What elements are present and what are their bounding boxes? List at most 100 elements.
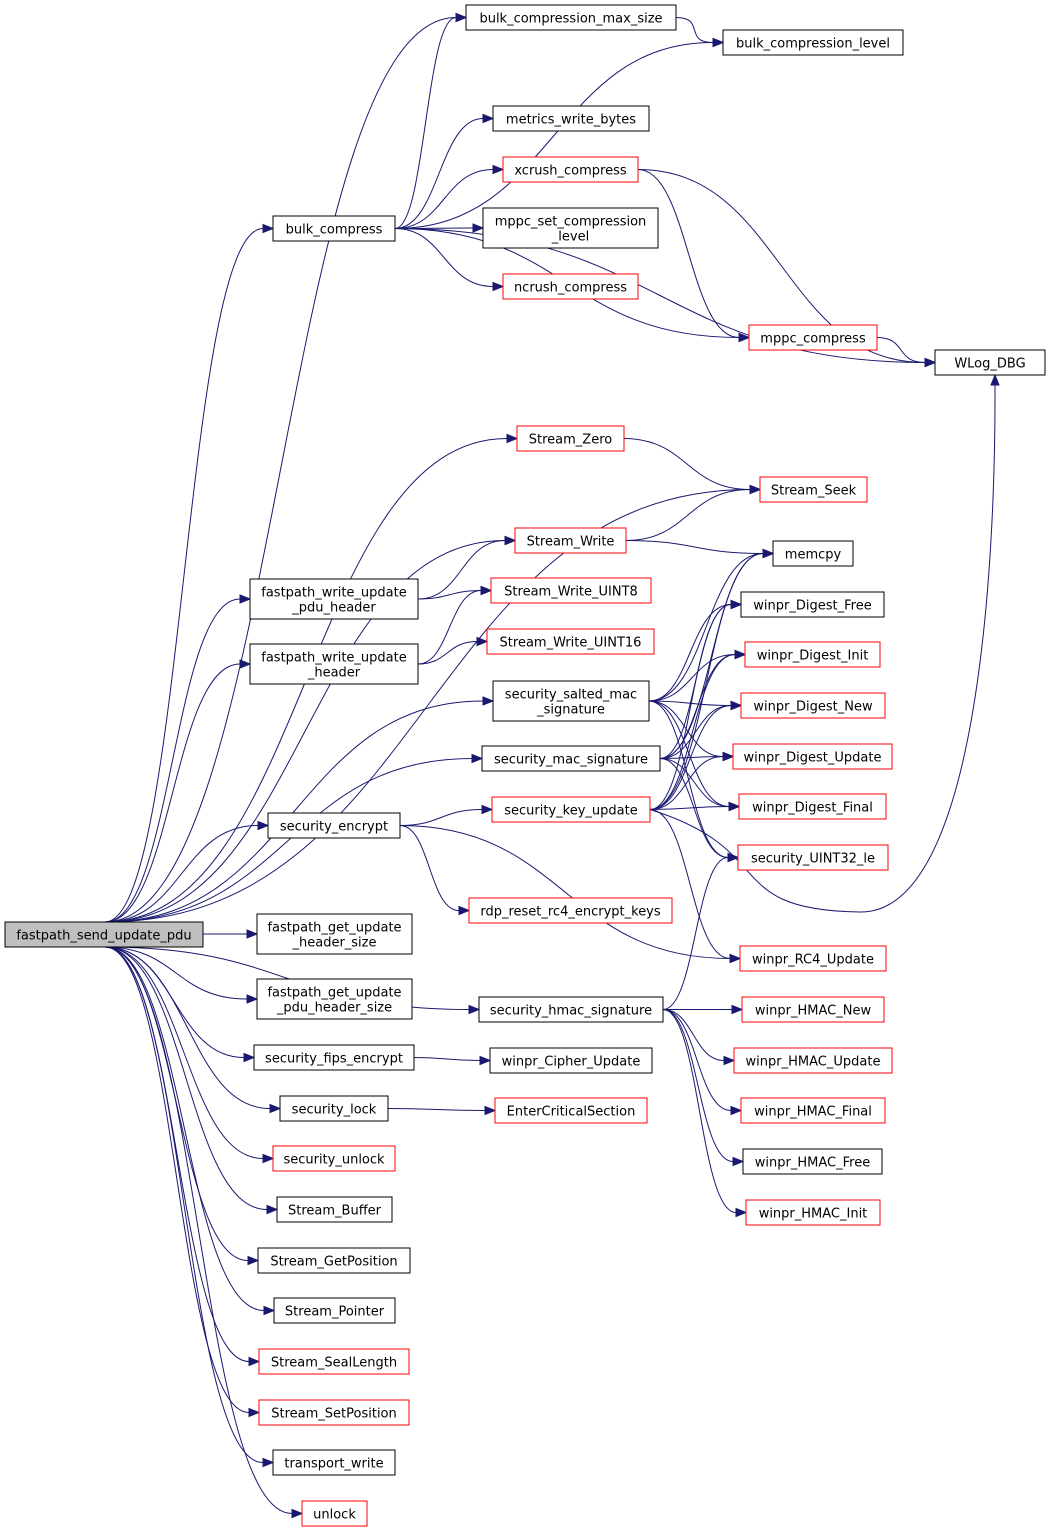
node-Stream-Buffer[interactable]: Stream_Buffer (276, 1196, 393, 1223)
node-box (738, 793, 887, 820)
node-box (256, 913, 413, 955)
node-label: winpr_HMAC_Init (759, 1207, 868, 1222)
node-security-hmac-signature[interactable]: security_hmac_signature (478, 996, 664, 1023)
edge-arrowhead (247, 1255, 260, 1266)
node-label: winpr_Digest_New (753, 700, 873, 715)
edge-security-hmac-signature-to-winpr-HMAC-Init (662, 1009, 737, 1213)
node-box (258, 1348, 410, 1375)
node-winpr-Cipher-Update[interactable]: winpr_Cipher_Update (489, 1047, 653, 1074)
node-bulk-compression-level[interactable]: bulk_compression_level (722, 29, 904, 56)
node-unlock[interactable]: unlock (301, 1500, 368, 1527)
edge-arrowhead (248, 1407, 261, 1418)
edge-security-encrypt-to-security-key-update (399, 809, 483, 826)
node-label: transport_write (284, 1457, 383, 1472)
node-Stream-Write-UINT8[interactable]: Stream_Write_UINT8 (490, 577, 652, 604)
edge-Stream-Write-to-Stream-Seek (625, 489, 751, 541)
edge-fp-write-update-header-to-Stream-Write-UINT8 (417, 590, 482, 665)
node-label: winpr_HMAC_Update (746, 1055, 881, 1070)
edge-fp-write-update-pdu-header-to-Stream-Write-UINT8 (417, 590, 482, 600)
edge-root-to-fp-write-update-pdu-header (104, 598, 241, 923)
node-security-encrypt[interactable]: security_encrypt (267, 812, 401, 839)
node-mppc-set-compression-level[interactable]: mppc_set_compression_level (482, 207, 659, 249)
node-security-unlock[interactable]: security_unlock (272, 1145, 396, 1172)
node-Stream-Pointer[interactable]: Stream_Pointer (273, 1297, 396, 1324)
node-security-key-update[interactable]: security_key_update (491, 796, 651, 823)
node-winpr-Digest-Free[interactable]: winpr_Digest_Free (740, 591, 885, 618)
node-xcrush-compress[interactable]: xcrush_compress (502, 156, 639, 183)
node-Stream-SealLength[interactable]: Stream_SealLength (258, 1348, 410, 1375)
edge-root-to-Stream-Pointer (104, 946, 265, 1311)
node-Stream-Write[interactable]: Stream_Write (514, 527, 627, 554)
node-box (272, 215, 396, 242)
node-ncrush-compress[interactable]: ncrush_compress (502, 273, 639, 300)
edge-security-hmac-signature-to-winpr-HMAC-Update (662, 1009, 725, 1061)
node-label: bulk_compress (286, 223, 383, 238)
node-Stream-SetPosition[interactable]: Stream_SetPosition (258, 1399, 410, 1426)
node-winpr-HMAC-Final[interactable]: winpr_HMAC_Final (740, 1097, 886, 1124)
node-fp-write-update-pdu-header[interactable]: fastpath_write_update_pdu_header (249, 578, 419, 620)
node-security-mac-signature[interactable]: security_mac_signature (481, 745, 661, 772)
node-Stream-Seek[interactable]: Stream_Seek (759, 476, 868, 503)
edge-arrowhead (492, 164, 505, 175)
node-winpr-HMAC-New[interactable]: winpr_HMAC_New (741, 996, 885, 1023)
edge-arrowhead (729, 953, 742, 964)
edge-security-mac-signature-to-winpr-Digest-Update (659, 756, 724, 759)
node-fp-write-update-header[interactable]: fastpath_write_update_header (249, 643, 419, 685)
node-winpr-HMAC-Update[interactable]: winpr_HMAC_Update (733, 1047, 893, 1074)
node-label: Stream_Write_UINT16 (500, 636, 642, 651)
node-security-salted-mac-signature[interactable]: security_salted_mac_signature (492, 680, 650, 722)
node-mppc-compress[interactable]: mppc_compress (748, 324, 878, 351)
node-label: metrics_write_bytes (506, 113, 636, 128)
edge-security-salted-mac-signature-to-winpr-Digest-Init (648, 654, 736, 702)
node-root[interactable]: fastpath_send_update_pdu (4, 921, 204, 948)
edge-root-to-fp-write-update-header (104, 663, 241, 923)
edge-arrowhead (480, 585, 493, 596)
node-security-UINT32-le[interactable]: security_UINT32_le (737, 844, 889, 871)
node-winpr-Digest-New[interactable]: winpr_Digest_New (740, 692, 886, 719)
node-box (772, 540, 854, 567)
node-label: mppc_compress (760, 332, 866, 347)
node-EnterCriticalSection[interactable]: EnterCriticalSection (494, 1097, 648, 1124)
node-Stream-Write-UINT16[interactable]: Stream_Write_UINT16 (486, 628, 655, 655)
node-Stream-Zero[interactable]: Stream_Zero (516, 425, 625, 452)
edge-security-hmac-signature-to-winpr-HMAC-Free (662, 1009, 734, 1162)
node-winpr-Digest-Final[interactable]: winpr_Digest_Final (738, 793, 887, 820)
edge-xcrush-compress-to-mppc-compress (637, 169, 740, 338)
edge-fp-write-update-header-to-Stream-Write-UINT16 (417, 641, 478, 665)
node-winpr-Digest-Init[interactable]: winpr_Digest_Init (744, 641, 881, 668)
edge-bulk-compress-to-xcrush-compress (394, 169, 494, 229)
node-fp-get-update-pdu-header-size[interactable]: fastpath_get_update_pdu_header_size (256, 978, 413, 1020)
edge-arrowhead (257, 820, 270, 831)
node-security-fips-encrypt[interactable]: security_fips_encrypt (253, 1044, 415, 1071)
node-box (253, 1044, 415, 1071)
node-label: rdp_reset_rc4_encrypt_keys (480, 905, 661, 920)
node-winpr-HMAC-Init[interactable]: winpr_HMAC_Init (745, 1199, 881, 1226)
edge-security-key-update-to-winpr-Digest-Free (649, 604, 732, 810)
node-rdp-reset-rc4-encrypt-keys[interactable]: rdp_reset_rc4_encrypt_keys (468, 897, 673, 924)
node-memcpy[interactable]: memcpy (772, 540, 854, 567)
edge-arrowhead (482, 696, 495, 706)
node-box (273, 1297, 396, 1324)
node-label: winpr_Digest_Final (752, 801, 873, 816)
edge-bulk-compress-to-ncrush-compress (394, 228, 494, 287)
node-label: Stream_Zero (529, 433, 612, 448)
edge-security-hmac-signature-to-winpr-HMAC-Final (662, 1009, 732, 1111)
edge-arrowhead (728, 801, 741, 812)
node-bulk-compression-max-size[interactable]: bulk_compression_max_size (465, 4, 677, 31)
node-transport-write[interactable]: transport_write (272, 1449, 396, 1476)
node-bulk-compress[interactable]: bulk_compress (272, 215, 396, 242)
node-security-lock[interactable]: security_lock (279, 1095, 389, 1122)
node-metrics-write-bytes[interactable]: metrics_write_bytes (492, 105, 650, 132)
node-Stream-GetPosition[interactable]: Stream_GetPosition (257, 1247, 411, 1274)
node-fp-get-update-header-size[interactable]: fastpath_get_update_header_size (256, 913, 413, 955)
node-label: _level (551, 230, 589, 245)
node-box (739, 945, 887, 972)
node-box (741, 996, 885, 1023)
node-winpr-RC4-Update[interactable]: winpr_RC4_Update (739, 945, 887, 972)
edge-arrowhead (263, 1305, 276, 1316)
node-WLog-DBG[interactable]: WLog_DBG (934, 349, 1046, 376)
edge-security-key-update-to-winpr-Digest-Init (649, 654, 736, 810)
node-winpr-HMAC-Free[interactable]: winpr_HMAC_Free (742, 1148, 883, 1175)
node-box (494, 1097, 648, 1124)
node-winpr-Digest-Update[interactable]: winpr_Digest_Update (732, 743, 893, 770)
